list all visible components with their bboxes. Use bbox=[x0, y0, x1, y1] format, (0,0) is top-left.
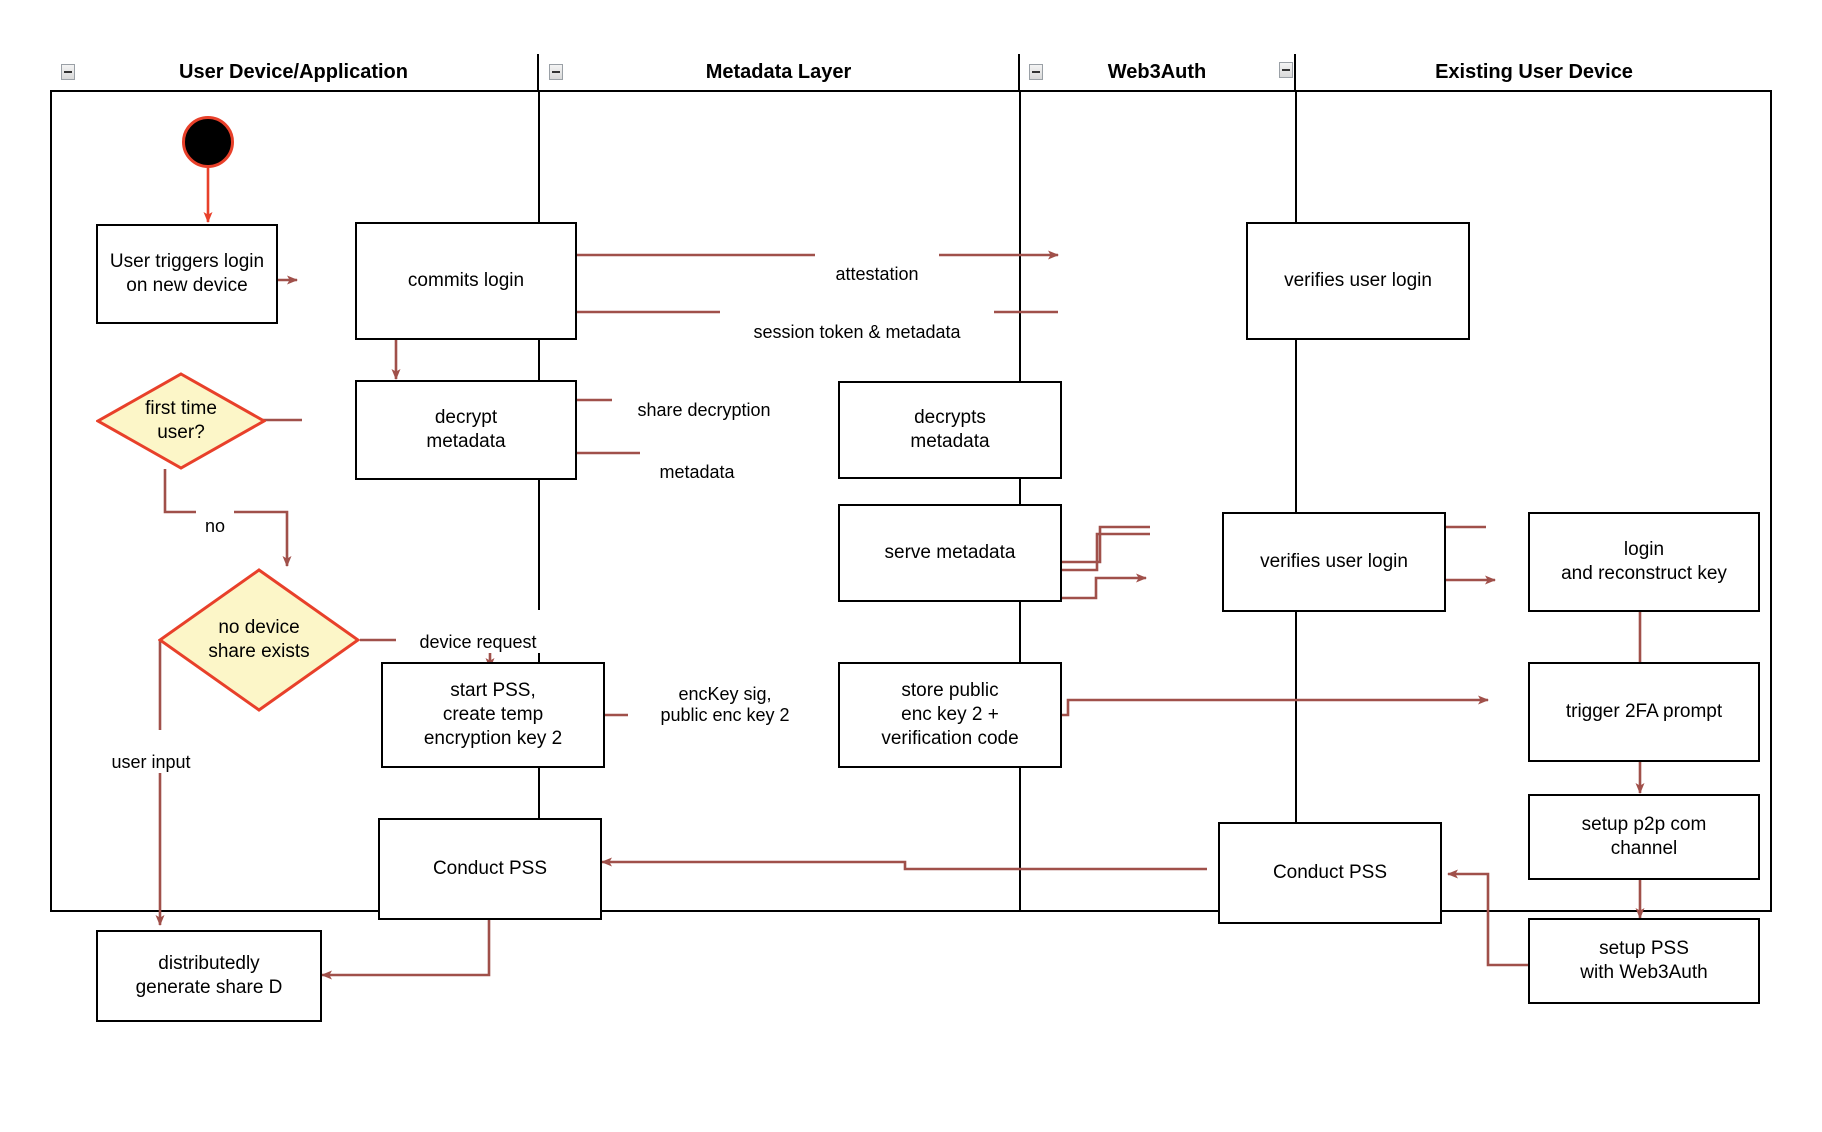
diamond-shape bbox=[96, 372, 266, 470]
node-verifies-user-login-1[interactable]: verifies user login bbox=[1246, 222, 1470, 340]
lane-title-user-device: User Device/Application bbox=[179, 60, 408, 83]
node-verifies-user-login-2[interactable]: verifies user login bbox=[1222, 512, 1446, 612]
node-trigger-2fa-prompt[interactable]: trigger 2FA prompt bbox=[1528, 662, 1760, 762]
node-store-public-enc-key[interactable]: store public enc key 2 + verification co… bbox=[838, 662, 1062, 768]
node-label: setup p2p com channel bbox=[1581, 814, 1707, 859]
edge-label-text: attestation bbox=[835, 263, 919, 284]
edge-label-text: device request bbox=[419, 631, 537, 652]
lane-divider-3 bbox=[1295, 92, 1297, 912]
start-node bbox=[182, 116, 234, 168]
node-label: commits login bbox=[407, 270, 525, 292]
node-label: trigger 2FA prompt bbox=[1565, 701, 1723, 723]
diamond-shape bbox=[158, 568, 360, 712]
edge-label-share-decryption: share decryption bbox=[612, 378, 796, 422]
node-setup-p2p-com-channel[interactable]: setup p2p com channel bbox=[1528, 794, 1760, 880]
node-serve-metadata[interactable]: serve metadata bbox=[838, 504, 1062, 602]
edge-label-user-input: user input bbox=[90, 730, 212, 774]
minus-icon-user-device[interactable] bbox=[61, 64, 75, 80]
node-commits-login[interactable]: commits login bbox=[355, 222, 577, 340]
node-label: Conduct PSS bbox=[1272, 862, 1388, 884]
node-label: login and reconstruct key bbox=[1561, 539, 1727, 584]
lane-title-existing-user-device: Existing User Device bbox=[1435, 60, 1633, 83]
decision-no-device-share-exists[interactable]: no device share exists bbox=[158, 568, 360, 712]
edge-label-device-request: device request bbox=[396, 610, 560, 654]
minus-icon-existing-user-device[interactable] bbox=[1279, 62, 1293, 78]
edge-label-text: user input bbox=[111, 751, 191, 772]
edge-label-session-token-metadata: session token & metadata bbox=[720, 300, 994, 344]
decision-label: first time user? bbox=[145, 398, 217, 443]
edge-label-text: share decryption bbox=[637, 399, 771, 420]
lane-title-web3auth: Web3Auth bbox=[1107, 60, 1207, 83]
node-conduct-pss-user[interactable]: Conduct PSS bbox=[378, 818, 602, 920]
edge-label-text: metadata bbox=[659, 461, 735, 482]
node-label: start PSS, create temp encryption key 2 bbox=[423, 680, 563, 749]
node-user-triggers-login[interactable]: User triggers login on new device bbox=[96, 224, 278, 324]
node-decrypts-metadata[interactable]: decrypts metadata bbox=[838, 381, 1062, 479]
node-distributedly-generate-share-d[interactable]: distributedly generate share D bbox=[96, 930, 322, 1022]
node-login-and-reconstruct-key[interactable]: login and reconstruct key bbox=[1528, 512, 1760, 612]
node-decrypt-metadata[interactable]: decrypt metadata bbox=[355, 380, 577, 480]
lane-divider-1 bbox=[538, 92, 540, 912]
lane-header-existing-user-device[interactable]: Existing User Device bbox=[1296, 54, 1772, 92]
node-conduct-pss-web3auth[interactable]: Conduct PSS bbox=[1218, 822, 1442, 924]
node-label: verifies user login bbox=[1284, 270, 1432, 292]
node-setup-pss-with-web3auth[interactable]: setup PSS with Web3Auth bbox=[1528, 918, 1760, 1004]
edge-label-attestation: attestation bbox=[815, 242, 939, 286]
node-label: decrypt metadata bbox=[426, 407, 506, 452]
node-label: verifies user login bbox=[1260, 551, 1408, 573]
decision-first-time-user[interactable]: first time user? bbox=[96, 372, 266, 470]
edge-label-text: session token & metadata bbox=[753, 321, 961, 342]
swimlane-frame bbox=[50, 54, 1772, 912]
edge-label-metadata: metadata bbox=[640, 440, 754, 484]
lane-header-web3auth[interactable]: Web3Auth bbox=[1020, 54, 1296, 92]
lane-header-user-device[interactable]: User Device/Application bbox=[50, 54, 539, 92]
node-label: distributedly generate share D bbox=[135, 953, 283, 998]
edge-label-text: no bbox=[204, 515, 226, 536]
minus-icon-web3auth[interactable] bbox=[1029, 64, 1043, 80]
edge-label-enckey-sig: encKey sig, public enc key 2 bbox=[628, 662, 822, 727]
node-label: setup PSS with Web3Auth bbox=[1580, 938, 1708, 983]
node-label: Conduct PSS bbox=[432, 858, 548, 880]
lane-header-metadata-layer[interactable]: Metadata Layer bbox=[539, 54, 1020, 92]
node-label: User triggers login on new device bbox=[109, 251, 265, 296]
node-label: store public enc key 2 + verification co… bbox=[881, 680, 1019, 749]
minus-icon-metadata-layer[interactable] bbox=[549, 64, 563, 80]
node-start-pss[interactable]: start PSS, create temp encryption key 2 bbox=[381, 662, 605, 768]
decision-label: no device share exists bbox=[208, 617, 310, 662]
edge-label-text: encKey sig, public enc key 2 bbox=[660, 683, 790, 726]
edge-label-no: no bbox=[196, 494, 234, 538]
lane-title-metadata-layer: Metadata Layer bbox=[705, 60, 852, 83]
node-label: serve metadata bbox=[884, 542, 1016, 564]
lane-divider-2 bbox=[1019, 92, 1021, 912]
node-label: decrypts metadata bbox=[910, 407, 990, 452]
